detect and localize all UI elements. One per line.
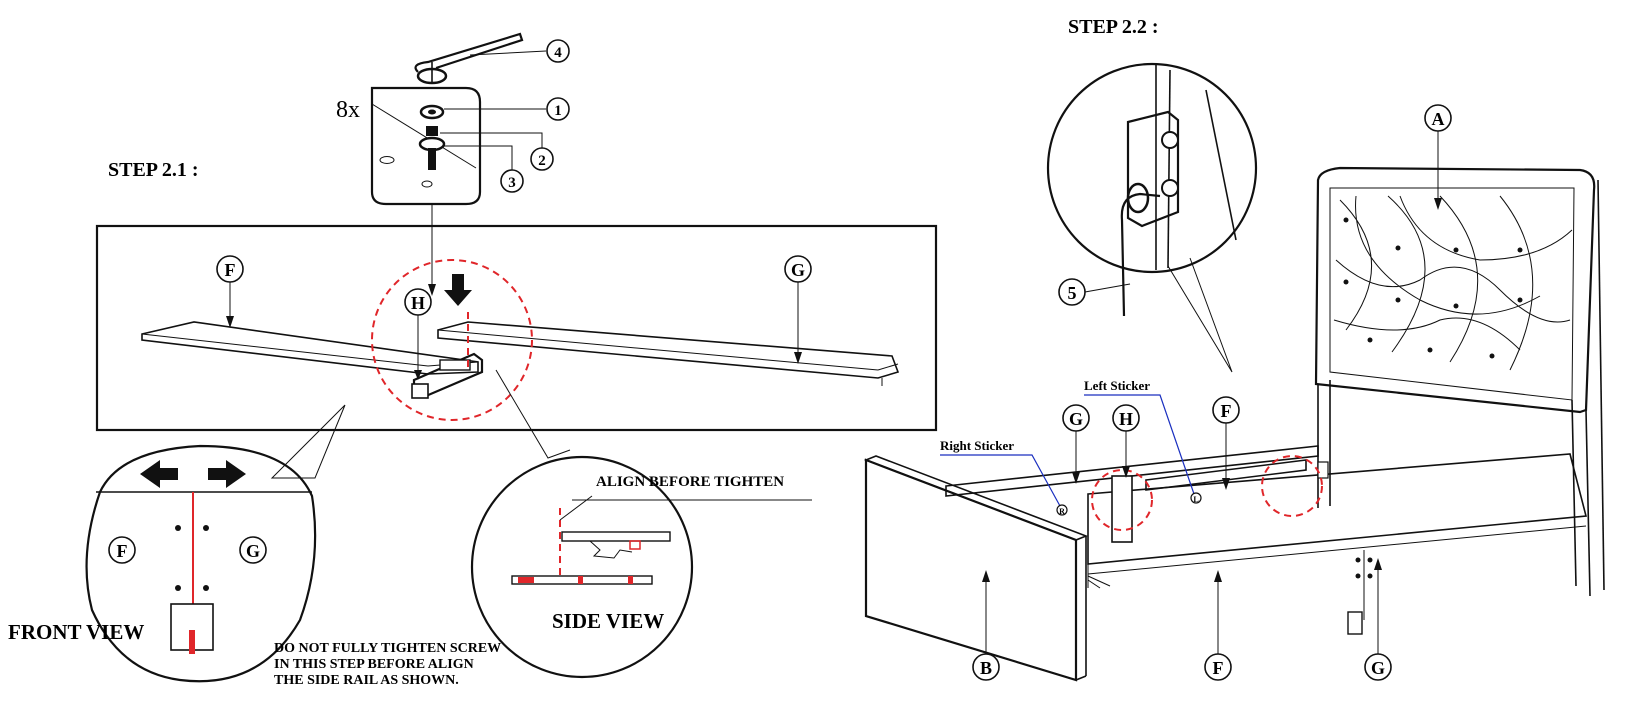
svg-text:L: L <box>1193 495 1198 504</box>
side-view-label: SIDE VIEW <box>552 609 664 633</box>
svg-text:2: 2 <box>538 153 546 169</box>
highlight-h <box>1091 469 1153 531</box>
label-f: F <box>216 255 244 328</box>
svg-text:B: B <box>980 658 992 678</box>
highlight-right-end <box>1261 455 1323 517</box>
callout-5: 5 <box>1058 278 1131 306</box>
svg-text:F: F <box>1221 401 1232 421</box>
label-f-rail: F <box>1212 396 1240 490</box>
svg-text:A: A <box>1432 109 1445 129</box>
svg-text:G: G <box>1371 658 1385 678</box>
arrow-left-icon <box>140 460 178 488</box>
side-rails-drawing <box>945 445 1588 635</box>
label-a: A <box>1424 104 1452 210</box>
right-sticker-callout: Right Sticker R <box>940 438 1068 516</box>
front-view-label: FRONT VIEW <box>8 620 144 644</box>
footboard-drawing <box>863 455 1089 682</box>
label-g-bottom: G <box>1364 558 1392 681</box>
svg-text:F: F <box>225 260 236 280</box>
label-g: G <box>784 255 812 364</box>
rail-f-drawing <box>141 321 479 375</box>
label-b-bottom: B <box>972 570 1000 681</box>
svg-text:5: 5 <box>1068 283 1077 303</box>
label-f-bottom: F <box>1204 570 1232 681</box>
label-h-rail: H <box>1112 404 1140 478</box>
arrow-right-icon <box>208 460 246 488</box>
svg-text:G: G <box>246 541 260 561</box>
svg-text:IN THIS STEP BEFORE ALIGN: IN THIS STEP BEFORE ALIGN <box>274 657 474 672</box>
rail-g-drawing <box>437 321 900 386</box>
hardware-inset <box>370 32 524 296</box>
callout-3: 3 <box>444 145 524 193</box>
front-view-detail: F G <box>85 444 317 683</box>
svg-text:G: G <box>1069 409 1083 429</box>
label-g-rail: G <box>1062 404 1090 484</box>
step-2-2-title: STEP 2.2 : <box>1068 16 1159 38</box>
left-sticker-callout: Left Sticker L <box>1084 378 1202 504</box>
bracket-detail-circle <box>1046 62 1258 373</box>
callout-1: 1 <box>444 97 570 121</box>
svg-text:Left Sticker: Left Sticker <box>1084 378 1150 393</box>
svg-text:THE SIDE RAIL AS SHOWN.: THE SIDE RAIL AS SHOWN. <box>274 673 459 688</box>
label-h: H <box>404 288 432 316</box>
svg-text:H: H <box>411 293 425 313</box>
svg-text:DO NOT FULLY TIGHTEN SCREW: DO NOT FULLY TIGHTEN SCREW <box>274 641 501 656</box>
arrow-down-icon <box>444 274 472 306</box>
headboard-drawing <box>1314 166 1605 597</box>
svg-text:Right Sticker: Right Sticker <box>940 438 1014 453</box>
rail-connection-panel <box>95 224 938 432</box>
detail-highlight-circle <box>371 259 533 421</box>
svg-text:F: F <box>1213 658 1224 678</box>
quantity-label: 8x <box>336 97 360 123</box>
side-view-detail <box>470 455 812 679</box>
svg-text:3: 3 <box>508 175 516 191</box>
callout-2: 2 <box>440 132 554 171</box>
svg-text:R: R <box>1059 507 1065 516</box>
bracket-h-drawing <box>411 314 484 399</box>
align-before-tighten-note: ALIGN BEFORE TIGHTEN <box>596 474 784 490</box>
svg-text:F: F <box>117 541 128 561</box>
svg-text:G: G <box>791 260 805 280</box>
svg-text:1: 1 <box>554 103 562 119</box>
callout-4: 4 <box>469 39 570 63</box>
svg-text:4: 4 <box>554 45 562 61</box>
warning-note: DO NOT FULLY TIGHTEN SCREW IN THIS STEP … <box>274 641 501 688</box>
svg-text:H: H <box>1119 409 1133 429</box>
step-2-1-title: STEP 2.1 : <box>108 159 199 181</box>
